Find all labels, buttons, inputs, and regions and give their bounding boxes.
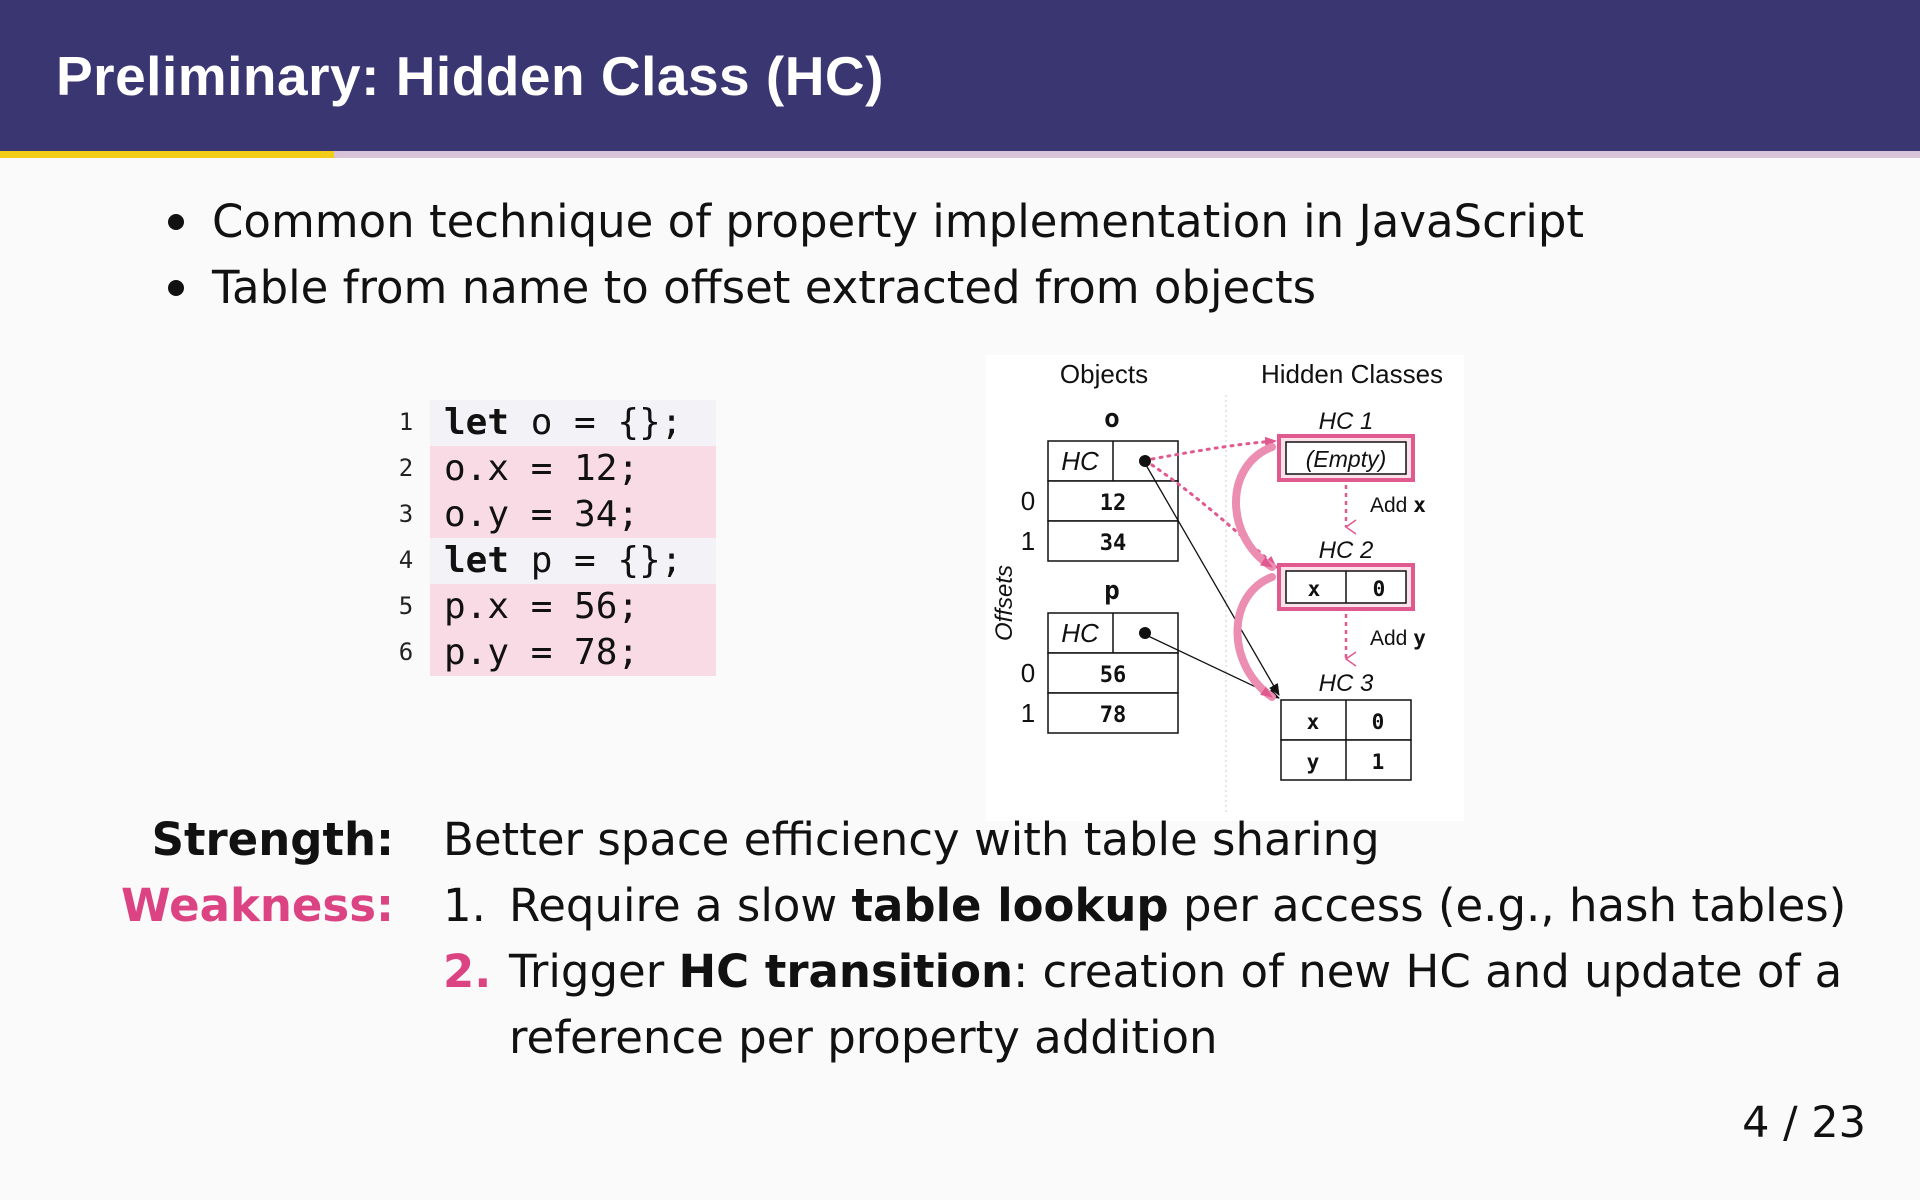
weakness-item-number: 2. [443, 945, 492, 998]
line-number: 6 [398, 638, 414, 666]
o-to-hc3-pointer [1145, 464, 1280, 696]
code-text: o.y = 34; [430, 492, 716, 538]
offsets-label: Offsets [991, 565, 1018, 641]
hc2-to-hc3-transition [1233, 573, 1276, 701]
weakness-item: Trigger HC transition: creation of new H… [509, 945, 1843, 998]
offset-index: 1 [1021, 526, 1035, 556]
hc1-label: HC 1 [1319, 408, 1374, 435]
hc1-empty-text: (Empty) [1306, 446, 1387, 472]
hc1-inner [1285, 441, 1407, 475]
hidden-class-diagram: Objects Hidden Classes Offsets o HC 12 3… [986, 355, 1464, 821]
o-to-hc1-pointer [1150, 436, 1278, 461]
weakness-item-number: 1. [443, 879, 486, 932]
code-text: let p = {}; [430, 538, 716, 584]
weakness-label: Weakness: [121, 879, 394, 932]
hc1-to-hc2-transition [1232, 443, 1276, 571]
header-bar: Preliminary: Hidden Class (HC) [0, 0, 1920, 151]
slide-progress-track [0, 151, 1920, 158]
slide-progress-fill [0, 151, 334, 158]
bullet-item: Common technique of property implementat… [168, 195, 1584, 248]
weakness-item: Require a slow table lookup per access (… [509, 879, 1847, 932]
code-text: o.x = 12; [430, 446, 716, 492]
hc3-prop-offset: 1 [1372, 750, 1385, 774]
diagram-svg: Objects Hidden Classes Offsets o HC 12 3… [991, 359, 1443, 815]
object-p-table [1047, 612, 1179, 734]
hc3-prop-name: x [1307, 710, 1320, 734]
hc2-prop-name: x [1308, 577, 1321, 601]
bullet-item: Table from name to offset extracted from… [168, 261, 1316, 314]
object-p-value: 56 [1100, 663, 1127, 688]
add-y-label: Add y [1370, 626, 1426, 650]
line-number: 2 [398, 454, 414, 482]
hc3-prop-offset: 0 [1372, 710, 1385, 734]
object-o-name: o [1104, 404, 1120, 434]
hc2-label: HC 2 [1319, 537, 1374, 564]
offset-index: 0 [1021, 486, 1035, 516]
object-o-hc-cell: HC [1061, 446, 1099, 476]
line-number: 1 [398, 408, 414, 436]
slide-title: Preliminary: Hidden Class (HC) [56, 45, 884, 107]
offset-index: 1 [1021, 698, 1035, 728]
bullet-text: Common technique of property implementat… [212, 195, 1585, 248]
line-number: 4 [398, 546, 414, 574]
weakness-item-continuation: reference per property addition [509, 1011, 1218, 1064]
object-o-hc-pointer [1139, 455, 1151, 467]
code-text: p.y = 78; [430, 630, 716, 676]
objects-header: Objects [1060, 359, 1148, 389]
object-o-table [1047, 440, 1179, 562]
bullet-text: Table from name to offset extracted from… [212, 261, 1317, 314]
object-o-value: 34 [1100, 531, 1127, 556]
hc3-prop-name: y [1307, 750, 1320, 774]
object-p-name: p [1104, 576, 1120, 606]
add-x-label: Add x [1370, 493, 1426, 517]
line-number: 5 [398, 592, 414, 620]
code-text: let o = {}; [430, 400, 716, 446]
hc3-table [1280, 699, 1412, 781]
code-text: p.x = 56; [430, 584, 716, 630]
object-p-value: 78 [1100, 703, 1127, 728]
offset-index: 0 [1021, 658, 1035, 688]
bullet-dot [168, 213, 184, 230]
object-p-hc-cell: HC [1061, 618, 1099, 648]
strength-label: Strength: [151, 813, 394, 866]
line-number: 3 [398, 500, 414, 528]
page-number: 4 / 23 [1742, 1098, 1866, 1148]
strength-text: Better space efficiency with table shari… [443, 813, 1380, 866]
object-o-value: 12 [1100, 491, 1127, 516]
hc3-label: HC 3 [1319, 670, 1374, 697]
hidden-classes-header: Hidden Classes [1261, 359, 1443, 389]
bullet-dot [168, 279, 184, 296]
hc2-prop-offset: 0 [1373, 577, 1386, 601]
